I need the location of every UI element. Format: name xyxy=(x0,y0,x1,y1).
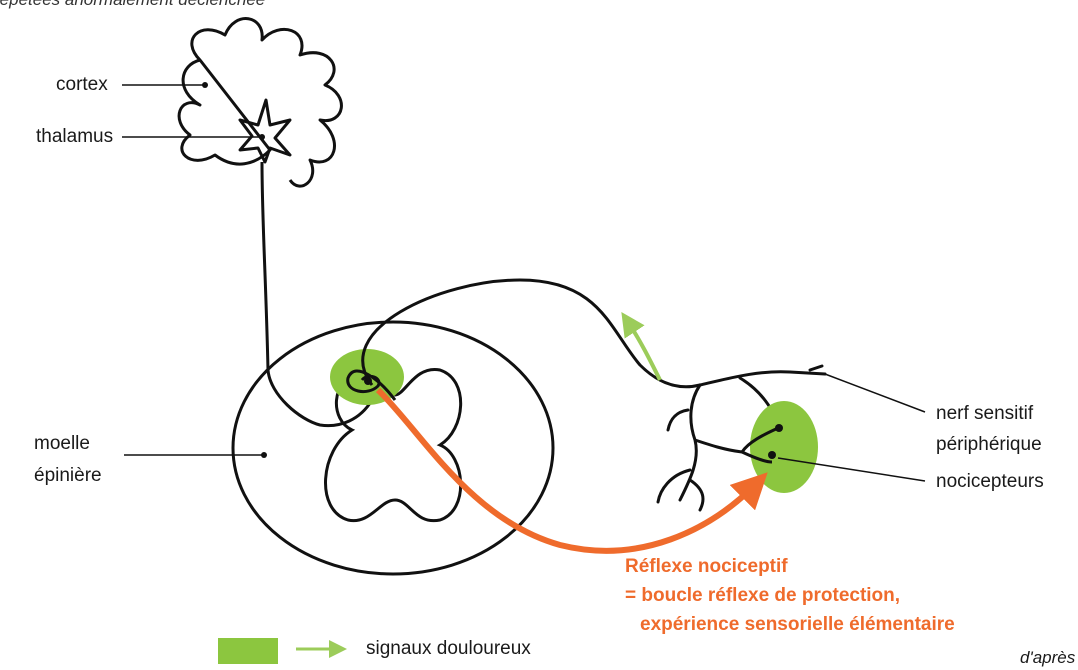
reflex-title: Réflexe nociceptif xyxy=(625,554,788,580)
label-nocicepteurs: nocicepteurs xyxy=(936,470,1044,494)
cortex-outline xyxy=(179,19,341,187)
label-nerf-1: nerf sensitif xyxy=(936,402,1033,426)
label-moelle-1: moelle xyxy=(34,432,90,456)
legend-signals-label: signaux douloureux xyxy=(366,637,531,661)
cortex-leader-dot xyxy=(202,82,208,88)
nerf-leader xyxy=(825,374,925,412)
label-cortex: cortex xyxy=(56,73,108,97)
reflex-line-3: expérience sensorielle élémentaire xyxy=(640,612,955,638)
nociceptor-dot-2 xyxy=(768,451,776,459)
nociceptor-zone xyxy=(750,401,818,493)
label-thalamus: thalamus xyxy=(36,125,113,149)
nociceptor-dot-1 xyxy=(775,424,783,432)
label-nerf-2: périphérique xyxy=(936,433,1042,457)
reflex-arc xyxy=(378,390,755,551)
moelle-leader-dot xyxy=(261,452,267,458)
credit-text: d'après xyxy=(1020,646,1075,670)
label-moelle-2: épinière xyxy=(34,464,102,488)
reflex-line-2: = boucle réflexe de protection, xyxy=(625,583,900,609)
signal-direction-arrow xyxy=(628,322,660,380)
thalamus-leader-dot xyxy=(259,134,265,140)
legend-green-zone xyxy=(218,638,278,664)
